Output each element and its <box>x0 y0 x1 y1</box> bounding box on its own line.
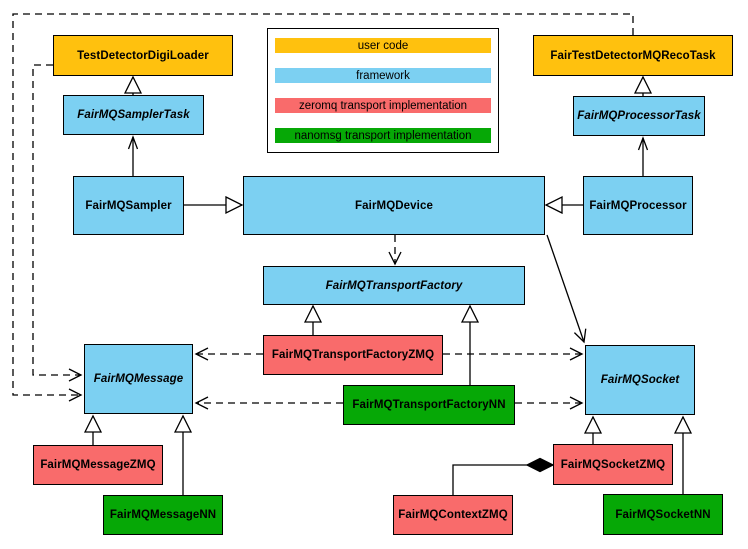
node-fairmqsocketzmq: FairMQSocketZMQ <box>553 444 673 485</box>
node-fairmqprocessor: FairMQProcessor <box>583 176 693 235</box>
legend: user code framework zeromq transport imp… <box>267 28 499 153</box>
legend-item-framework: framework <box>275 68 491 83</box>
node-fairmqsocket: FairMQSocket <box>585 345 695 415</box>
edge-digiloader-message-dependency <box>32 64 83 382</box>
node-fairmqmessagenn: FairMQMessageNN <box>103 495 223 535</box>
node-fairmqsamplertask: FairMQSamplerTask <box>63 95 204 135</box>
node-fairtestdetectormqrecotask: FairTestDetectorMQRecoTask <box>533 35 733 76</box>
node-fairmqdevice: FairMQDevice <box>243 176 545 235</box>
node-fairmqtransportfactory: FairMQTransportFactory <box>263 266 525 305</box>
node-fairmqtransportfactoryzmq: FairMQTransportFactoryZMQ <box>263 335 443 375</box>
edge-recotask-message-dependency <box>12 13 634 402</box>
node-fairmqsocketnn: FairMQSocketNN <box>603 494 723 535</box>
node-fairmqcontextzmq: FairMQContextZMQ <box>393 495 513 535</box>
legend-item-nanomsg: nanomsg transport implementation <box>275 128 491 143</box>
edge-contextzmq-socketzmq-composition <box>452 464 528 495</box>
edge-device-socket-association <box>546 234 587 344</box>
node-fairmqtransportfactorynn: FairMQTransportFactoryNN <box>343 385 515 425</box>
node-fairmqmessagezmq: FairMQMessageZMQ <box>33 445 163 485</box>
node-testdetectordigiloader: TestDetectorDigiLoader <box>53 35 233 76</box>
composition-diamond <box>525 457 555 473</box>
legend-item-zeromq: zeromq transport implementation <box>275 98 491 113</box>
node-fairmqprocessortask: FairMQProcessorTask <box>573 96 705 136</box>
legend-item-user-code: user code <box>275 38 491 53</box>
node-fairmqmessage: FairMQMessage <box>84 344 193 414</box>
node-fairmqsampler: FairMQSampler <box>73 176 184 235</box>
